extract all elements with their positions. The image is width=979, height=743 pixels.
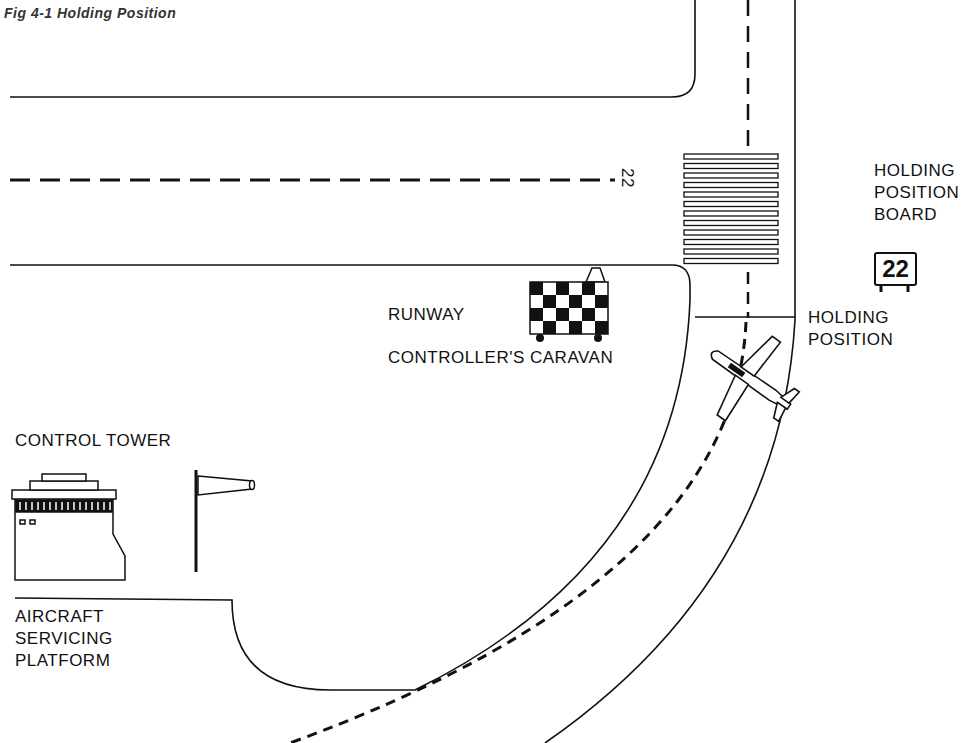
tower-window bbox=[55, 502, 57, 510]
taxiway-centreline bbox=[747, 272, 750, 318]
tower-window bbox=[79, 502, 81, 510]
windsock bbox=[196, 470, 255, 572]
platform-label: AIRCRAFT SERVICING PLATFORM bbox=[15, 606, 113, 672]
tower-window bbox=[43, 502, 45, 510]
tower-window bbox=[25, 502, 27, 510]
figure-title: Fig 4-1 Holding Position bbox=[4, 2, 176, 24]
threshold-stripe bbox=[684, 221, 778, 226]
tower-window bbox=[97, 502, 99, 510]
caravan-label: RUNWAY bbox=[388, 304, 465, 326]
tower-window bbox=[49, 502, 51, 510]
runway-number: 22 bbox=[616, 168, 638, 188]
threshold-stripes bbox=[684, 154, 778, 264]
board-number: 22 bbox=[878, 255, 913, 283]
tower-window bbox=[73, 502, 75, 510]
aircraft bbox=[684, 313, 816, 446]
holding-board: 22 bbox=[874, 252, 917, 286]
threshold-stripe bbox=[684, 173, 778, 178]
tower-window bbox=[91, 502, 93, 510]
board-label: HOLDING POSITION BOARD bbox=[874, 160, 959, 226]
tower-window bbox=[37, 502, 39, 510]
tower-window bbox=[85, 502, 87, 510]
tower-label: CONTROL TOWER bbox=[15, 430, 171, 452]
taxiway-centreline bbox=[747, 0, 750, 148]
threshold-stripe bbox=[684, 202, 778, 207]
threshold-stripe bbox=[684, 183, 778, 188]
threshold-stripe bbox=[684, 211, 778, 216]
runway-centreline bbox=[10, 179, 615, 182]
tower-window bbox=[61, 502, 63, 510]
threshold-stripe bbox=[684, 240, 778, 245]
threshold-stripe bbox=[684, 164, 778, 169]
control-tower bbox=[12, 474, 125, 580]
holding-line bbox=[695, 316, 795, 318]
tower-window bbox=[109, 502, 111, 510]
caravan-symbol bbox=[530, 268, 608, 342]
threshold-stripe bbox=[684, 192, 778, 197]
holding-label: HOLDING POSITION bbox=[808, 307, 893, 351]
tower-window bbox=[19, 502, 21, 510]
tower-window bbox=[67, 502, 69, 510]
tower-window bbox=[31, 502, 33, 510]
tower-windows bbox=[20, 502, 110, 510]
threshold-stripe bbox=[684, 230, 778, 235]
taxiway-outer-edge bbox=[545, 0, 795, 743]
curved-centreline bbox=[290, 322, 746, 743]
tower-window bbox=[103, 502, 105, 510]
threshold-stripe bbox=[684, 154, 778, 159]
threshold-stripe bbox=[684, 249, 778, 254]
taxiway-inner-edge bbox=[10, 265, 690, 690]
threshold-stripe bbox=[684, 259, 778, 264]
caravan-label: CONTROLLER'S CARAVAN bbox=[388, 347, 613, 369]
